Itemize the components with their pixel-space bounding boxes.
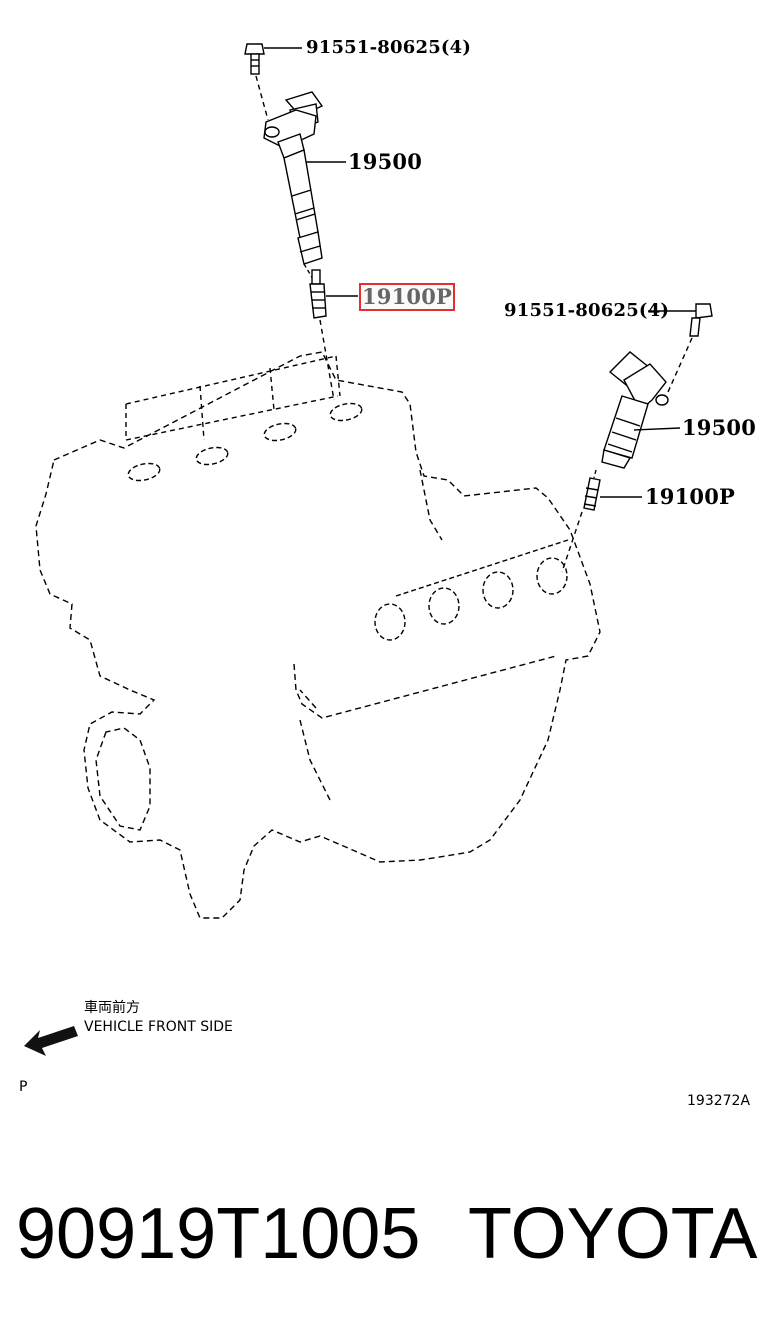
right-bank-ports xyxy=(374,539,569,641)
plug-top-label-highlighted[interactable]: 19100P xyxy=(358,283,456,311)
bolt-right xyxy=(689,303,713,337)
left-bank-guides xyxy=(125,355,341,441)
spark-plug-right xyxy=(583,477,601,511)
direction-english: VEHICLE FRONT SIDE xyxy=(84,1019,233,1035)
part-number: 90919T1005 xyxy=(16,1194,421,1274)
left-bank-ports xyxy=(127,402,363,482)
coil-top-label: 19500 xyxy=(348,149,423,174)
direction-japanese: 車両前方 xyxy=(84,1000,140,1016)
front-direction-arrow xyxy=(24,1026,78,1056)
ignition-coil-right xyxy=(601,351,669,469)
coil-right-label: 19500 xyxy=(682,415,757,440)
brand-name: TOYOTA xyxy=(468,1194,758,1274)
ignition-coil-top xyxy=(263,91,324,285)
bolt-right-label: 91551-80625(4) xyxy=(504,300,670,321)
engine-ignition-diagram xyxy=(24,43,713,1056)
bolt-top-label: 91551-80625(4) xyxy=(306,37,472,58)
engine-block xyxy=(35,351,601,919)
illustration-id: 193272A xyxy=(687,1093,751,1109)
plug-right-label: 19100P xyxy=(645,484,736,509)
corner-mark: P xyxy=(19,1079,28,1095)
spark-plug-top xyxy=(309,269,327,319)
bolt-top xyxy=(244,43,265,75)
